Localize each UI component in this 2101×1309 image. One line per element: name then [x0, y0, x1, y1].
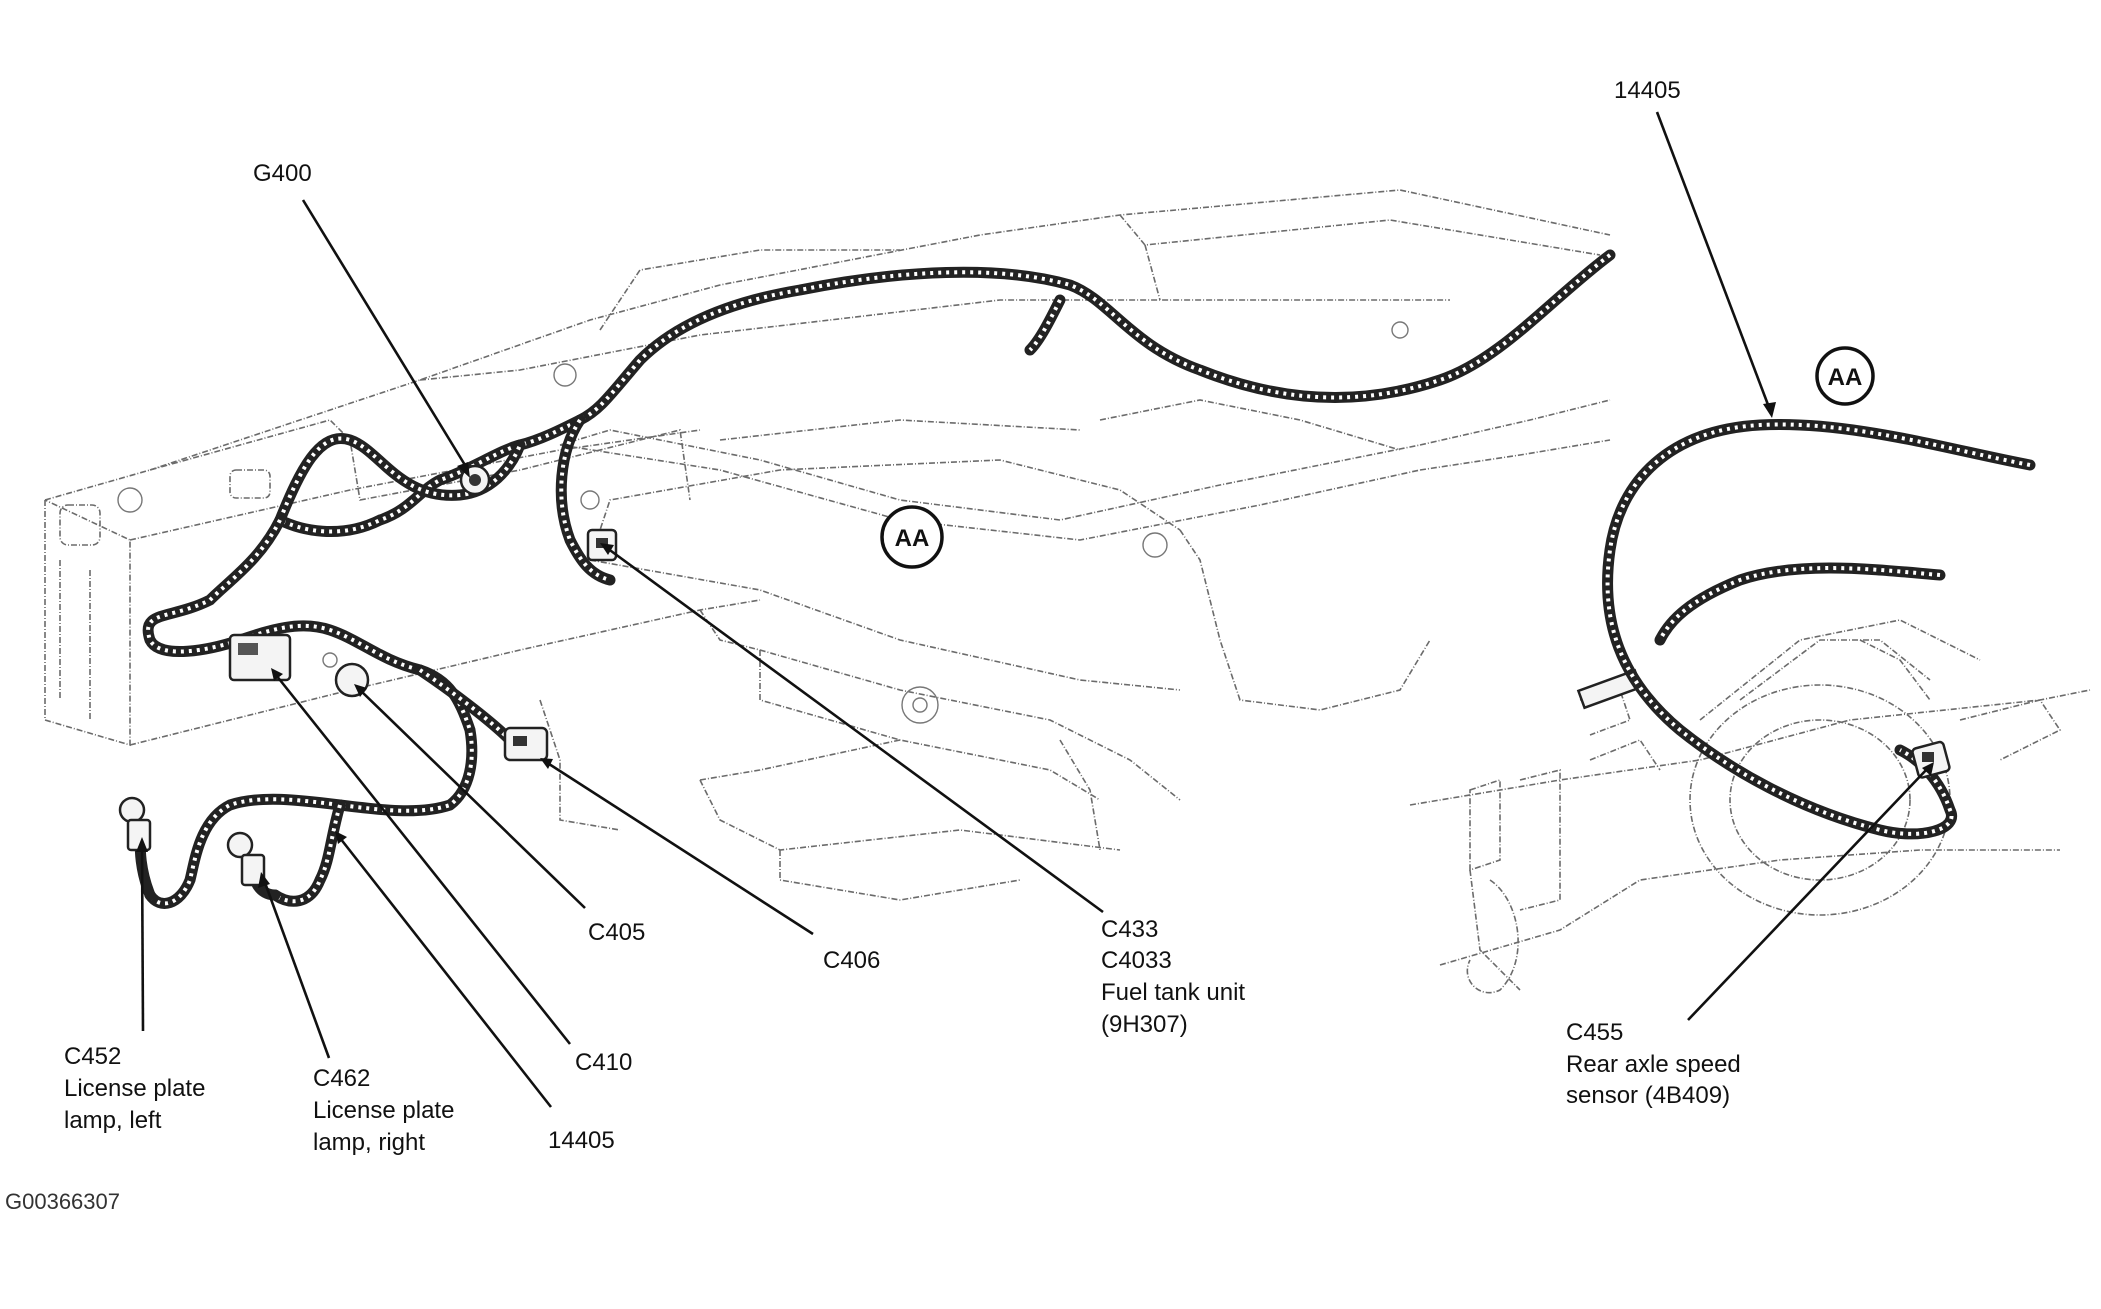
inset-axle-structure	[1409, 619, 2091, 994]
main-wiring-harness	[134, 249, 1616, 909]
label-c405: C405	[588, 919, 645, 946]
detail-marker-aa-main: AA	[880, 505, 944, 569]
label-c433: C433	[1101, 916, 1158, 943]
vehicle-frame	[44, 189, 1611, 901]
label-c452-desc-2: lamp, left	[64, 1107, 162, 1134]
label-14405-bottom: 14405	[548, 1127, 615, 1154]
connector-c452	[118, 796, 152, 852]
svg-text:AA: AA	[895, 525, 930, 552]
connector-c410	[228, 633, 292, 682]
label-c455: C455	[1566, 1019, 1623, 1046]
connector-c462	[226, 831, 266, 887]
label-c462-desc-1: License plate	[313, 1097, 454, 1124]
label-c452: C452	[64, 1043, 121, 1070]
label-g400: G400	[253, 160, 312, 187]
label-fuel-tank-unit: Fuel tank unit	[1101, 979, 1245, 1006]
svg-text:AA: AA	[1828, 364, 1863, 391]
label-c455-desc-2: sensor (4B409)	[1566, 1082, 1730, 1109]
detail-marker-aa-inset: AA	[1815, 346, 1875, 406]
label-c455-desc-1: Rear axle speed	[1566, 1051, 1741, 1078]
label-c452-desc-1: License plate	[64, 1075, 205, 1102]
label-fuel-tank-part: (9H307)	[1101, 1011, 1188, 1038]
figure-id: G00366307	[5, 1189, 120, 1214]
label-14405-top: 14405	[1614, 77, 1681, 104]
connector-c406	[503, 726, 549, 762]
label-c406: C406	[823, 947, 880, 974]
label-c410: C410	[575, 1049, 632, 1076]
callout-labels: G400 14405 C433 C4033 Fuel tank unit (9H…	[5, 77, 1741, 1214]
label-c4033: C4033	[1101, 947, 1172, 974]
inset-harness	[1602, 418, 2036, 840]
label-c462: C462	[313, 1065, 370, 1092]
connector-c455	[1911, 740, 1951, 779]
label-c462-desc-2: lamp, right	[313, 1129, 425, 1156]
leader-lines	[136, 111, 1934, 1108]
